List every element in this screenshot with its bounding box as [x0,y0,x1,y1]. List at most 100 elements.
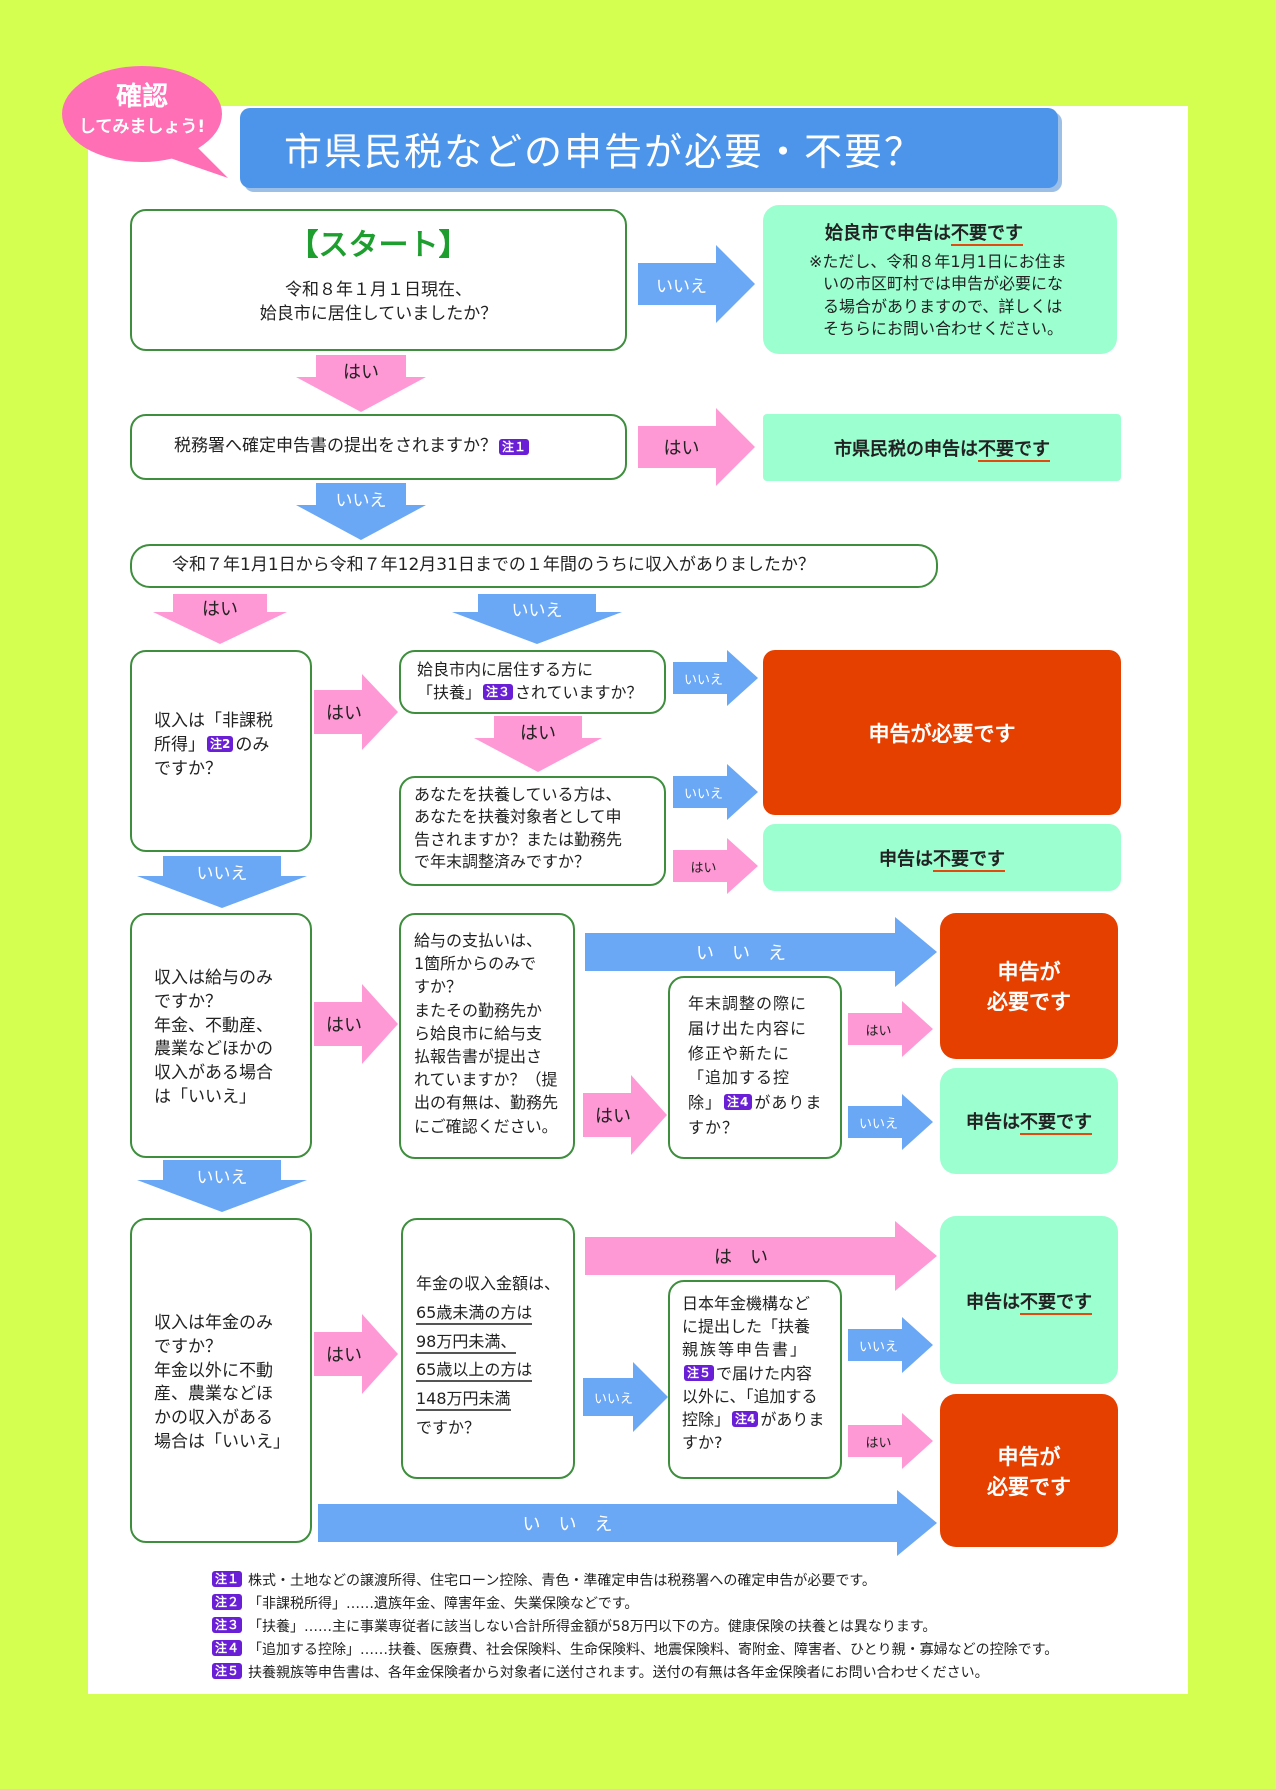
arrow-q10-no: い い え [318,1490,937,1556]
r8-line2: 必要です [987,1474,1071,1499]
q6-line3: 告されますか？または勤務先 [414,829,623,849]
result-not-required-3: 申告は不要です [940,1216,1118,1384]
q10-line5: かの収入がある [154,1408,273,1429]
q10-line6: 場合は「いいえ」 [154,1431,290,1452]
q11-line5: 148万円未満 [416,1389,511,1412]
arrow-label: いいえ [335,491,387,511]
q7-line3: 年金、不動産、 [154,1015,273,1036]
arrow-label: いいえ [196,863,248,884]
note-badge: 注３ [212,1617,243,1633]
arrow-label: はい [202,599,238,620]
r1-line4: そちらにお問い合わせください。 [823,318,1064,338]
arrow-q11-no: いいえ [583,1362,668,1432]
q5-line2b: されていますか？ [515,683,643,703]
arrow-q12-yes: はい [848,1413,933,1469]
arrow-label: いいえ [683,786,723,802]
r5-line2: 必要です [987,990,1071,1014]
q9-line5a: 除」 [688,1093,723,1113]
arrow-q1-no: いいえ [638,245,755,323]
arrow-label: はい [326,703,362,724]
q8-line2: 1箇所からのみで [414,954,537,974]
arrow-label: はい [326,1015,362,1036]
q11-line4: 65歳以上の方は [416,1360,533,1383]
arrow-q11-yes: は い [585,1221,937,1291]
q12-line7: すか? [682,1433,723,1453]
q10-line4: 産、農業などほ [154,1384,273,1405]
q7-line2: ですか？ [154,991,222,1012]
q11-line1: 年金の収入金額は、 [416,1274,561,1293]
arrow-label: いいえ [196,1167,248,1188]
result-required-2: 申告が 必要です [940,913,1118,1059]
arrow-label: はい [663,438,700,459]
q10-line2: ですか？ [154,1336,222,1357]
note-badge: 注４ [212,1640,243,1656]
note5-badge: 注５ [684,1364,715,1381]
arrow-q8-no: い い え [585,917,937,987]
q8-line3: すか？ [414,977,463,997]
r7-title-b: 不要です [1020,1292,1092,1313]
arrow-label: はい [595,1106,631,1127]
q4-line3: ですか？ [154,758,222,779]
note-text: 扶養親族等申告書は、各年金保険者から対象者に送付されます。送付の有無は各年金保険… [248,1665,989,1681]
q12-line4b: で届けた内容 [716,1363,813,1383]
r6-title-a: 申告は [966,1112,1020,1133]
q10-line3: 年金以外に不動 [154,1360,273,1381]
arrow-q4-yes: はい [314,674,398,750]
note-badge: 注１ [212,1571,243,1587]
q4-line2a: 所得」 [154,734,205,755]
note-badge: 注５ [212,1663,243,1679]
start-heading: 【スタート】 [288,228,469,263]
result-not-required-tax-office: 市県民税の申告は不要です [763,414,1121,481]
q9-line6: すか？ [688,1117,740,1137]
note-text: 「扶養」……主に事業専従者に該当しない合計所得金額が58万円以下の方。健康保険の… [248,1619,937,1635]
note4-badge: 注4 [732,1410,759,1427]
question-income: 令和７年1月1日から令和７年12月31日までの１年間のうちに収入がありましたか？ [130,544,938,588]
result-not-required-1: 申告は不要です [763,824,1121,891]
result-required-1: 申告が必要です [763,650,1121,815]
r1-line1: ※ただし、令和８年1月1日にお住ま [809,251,1067,271]
arrow-q6-yes: はい [673,838,758,894]
arrow-q7-yes: はい [314,984,398,1064]
q3-text: 令和７年1月1日から令和７年12月31日までの１年間のうちに収入がありましたか？ [172,555,815,576]
r6-title-b: 不要です [1020,1112,1092,1133]
arrow-label: いいえ [593,1391,633,1407]
arrow-q7-no: いいえ [137,1160,307,1212]
r1-title-b: 不要です [951,222,1023,244]
arrow-q6-no: いいえ [673,764,758,820]
arrow-q9-yes: はい [848,1001,933,1057]
arrow-q3-yes: はい [153,594,287,644]
note1-badge: 注１ [499,439,530,455]
confirm-bubble: 確認 してみましょう! [60,62,232,182]
arrow-label: はい [865,1435,892,1451]
arrow-label: はい [520,723,556,744]
r2-title-b: 不要です [978,438,1050,460]
arrow-q1-yes: はい [296,355,426,412]
arrow-label: いいえ [511,600,563,621]
result-not-required-outside: 姶良市で申告は不要です ※ただし、令和８年1月1日にお住ま いの市区町村では申告… [763,205,1117,354]
question-single-employer: 給与の支払いは、 1箇所からのみで すか？ またその勤務先か ら姶良市に給与支 … [399,913,575,1159]
note4-badge: 注4 [724,1094,753,1111]
arrow-q10-yes: はい [314,1314,398,1394]
note-badge: 注２ [212,1594,243,1610]
q12-line6a: 控除」 [682,1409,731,1429]
q5-line1: 姶良市内に居住する方に [417,660,594,679]
r1-title-a: 姶良市で申告は [825,222,951,244]
q11-line3: 98万円未満、 [416,1331,517,1354]
q8-line8: 出の有無は、勤務先 [414,1093,559,1113]
q9-line5b: がありま [754,1093,823,1113]
arrow-label: い い え [522,1514,613,1535]
arrow-q12-no: いいえ [848,1317,933,1373]
r1-line2: いの市区町村では申告が必要にな [823,274,1064,294]
q6-line4: で年末調整済みですか？ [414,852,591,872]
q8-line7: れていますか？（提 [414,1070,558,1090]
r1-line3: る場合がありますので、詳しくは [823,296,1063,316]
q12-line6b: がありま [760,1409,825,1429]
page-title: 市県民税などの申告が必要・不要？ [284,129,925,174]
bubble-line2: してみましょう! [78,117,206,137]
q7-line1: 収入は給与のみ [154,968,273,988]
q7-line6: は「いいえ」 [154,1086,256,1107]
